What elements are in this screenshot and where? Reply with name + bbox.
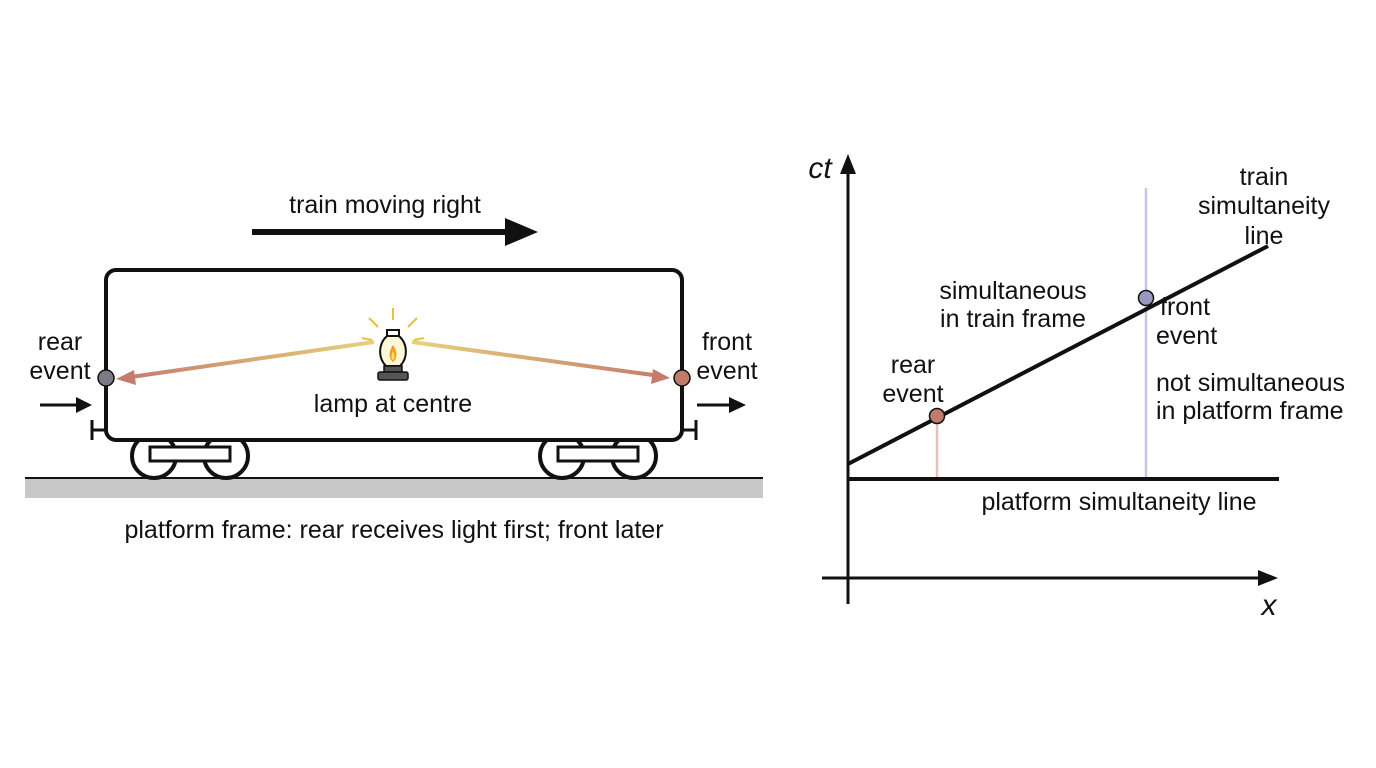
simultaneous-label-line2: in train frame bbox=[940, 305, 1086, 333]
lamp-label: lamp at centre bbox=[314, 390, 472, 418]
spacetime-front-event-dot bbox=[1137, 289, 1155, 307]
platform-ground bbox=[25, 478, 763, 498]
rear-motion-arrowhead bbox=[76, 397, 92, 413]
train-line-label-line1: train bbox=[1240, 163, 1289, 191]
spacetime-front-label-line2: event bbox=[1156, 322, 1217, 350]
not-simultaneous-label-line1: not simultaneous bbox=[1156, 369, 1345, 397]
train-line-label-line2: simultaneity bbox=[1198, 192, 1330, 220]
bogie-frame bbox=[148, 445, 232, 463]
train-panel: train moving right bbox=[25, 191, 763, 544]
x-axis-label: x bbox=[1260, 589, 1278, 622]
ct-axis-arrowhead bbox=[840, 154, 856, 174]
not-simultaneous-label-line2: in platform frame bbox=[1156, 397, 1344, 425]
platform-line-label: platform simultaneity line bbox=[981, 488, 1256, 516]
front-event-dot bbox=[673, 369, 691, 387]
front-motion-arrowhead bbox=[729, 397, 746, 413]
light-ray-front bbox=[411, 340, 661, 378]
train-simultaneity-line bbox=[847, 244, 1269, 466]
light-ray-rear bbox=[123, 340, 375, 380]
rear-bogie bbox=[130, 432, 250, 480]
spacetime-diagram: ct x train simultaneity line simultaneou… bbox=[808, 152, 1345, 622]
light-ray-front-arrowhead bbox=[651, 369, 670, 384]
ct-axis-label: ct bbox=[808, 152, 833, 185]
simultaneous-label-line1: simultaneous bbox=[939, 277, 1086, 305]
light-ray-rear-arrowhead bbox=[116, 370, 136, 385]
motion-arrowhead bbox=[505, 218, 538, 246]
front-event-label-line2: event bbox=[696, 357, 757, 385]
spacetime-rear-label-line1: rear bbox=[891, 351, 935, 379]
spacetime-front-label-line1: front bbox=[1160, 293, 1210, 321]
rear-buffer bbox=[90, 420, 106, 440]
rear-event-dot bbox=[97, 369, 115, 387]
platform-caption: platform frame: rear receives light firs… bbox=[124, 516, 663, 544]
spacetime-rear-label-line2: event bbox=[882, 380, 943, 408]
motion-label: train moving right bbox=[289, 191, 481, 219]
rear-event-label-line1: rear bbox=[38, 328, 82, 356]
spacetime-rear-event-dot bbox=[928, 407, 946, 425]
bogie-frame bbox=[556, 445, 640, 463]
oil-lamp-icon bbox=[361, 308, 425, 381]
front-buffer bbox=[682, 420, 698, 440]
rear-event-label-line2: event bbox=[29, 357, 90, 385]
train-line-label-line3: line bbox=[1245, 222, 1284, 250]
front-event-label-line1: front bbox=[702, 328, 752, 356]
x-axis-arrowhead bbox=[1258, 570, 1278, 586]
